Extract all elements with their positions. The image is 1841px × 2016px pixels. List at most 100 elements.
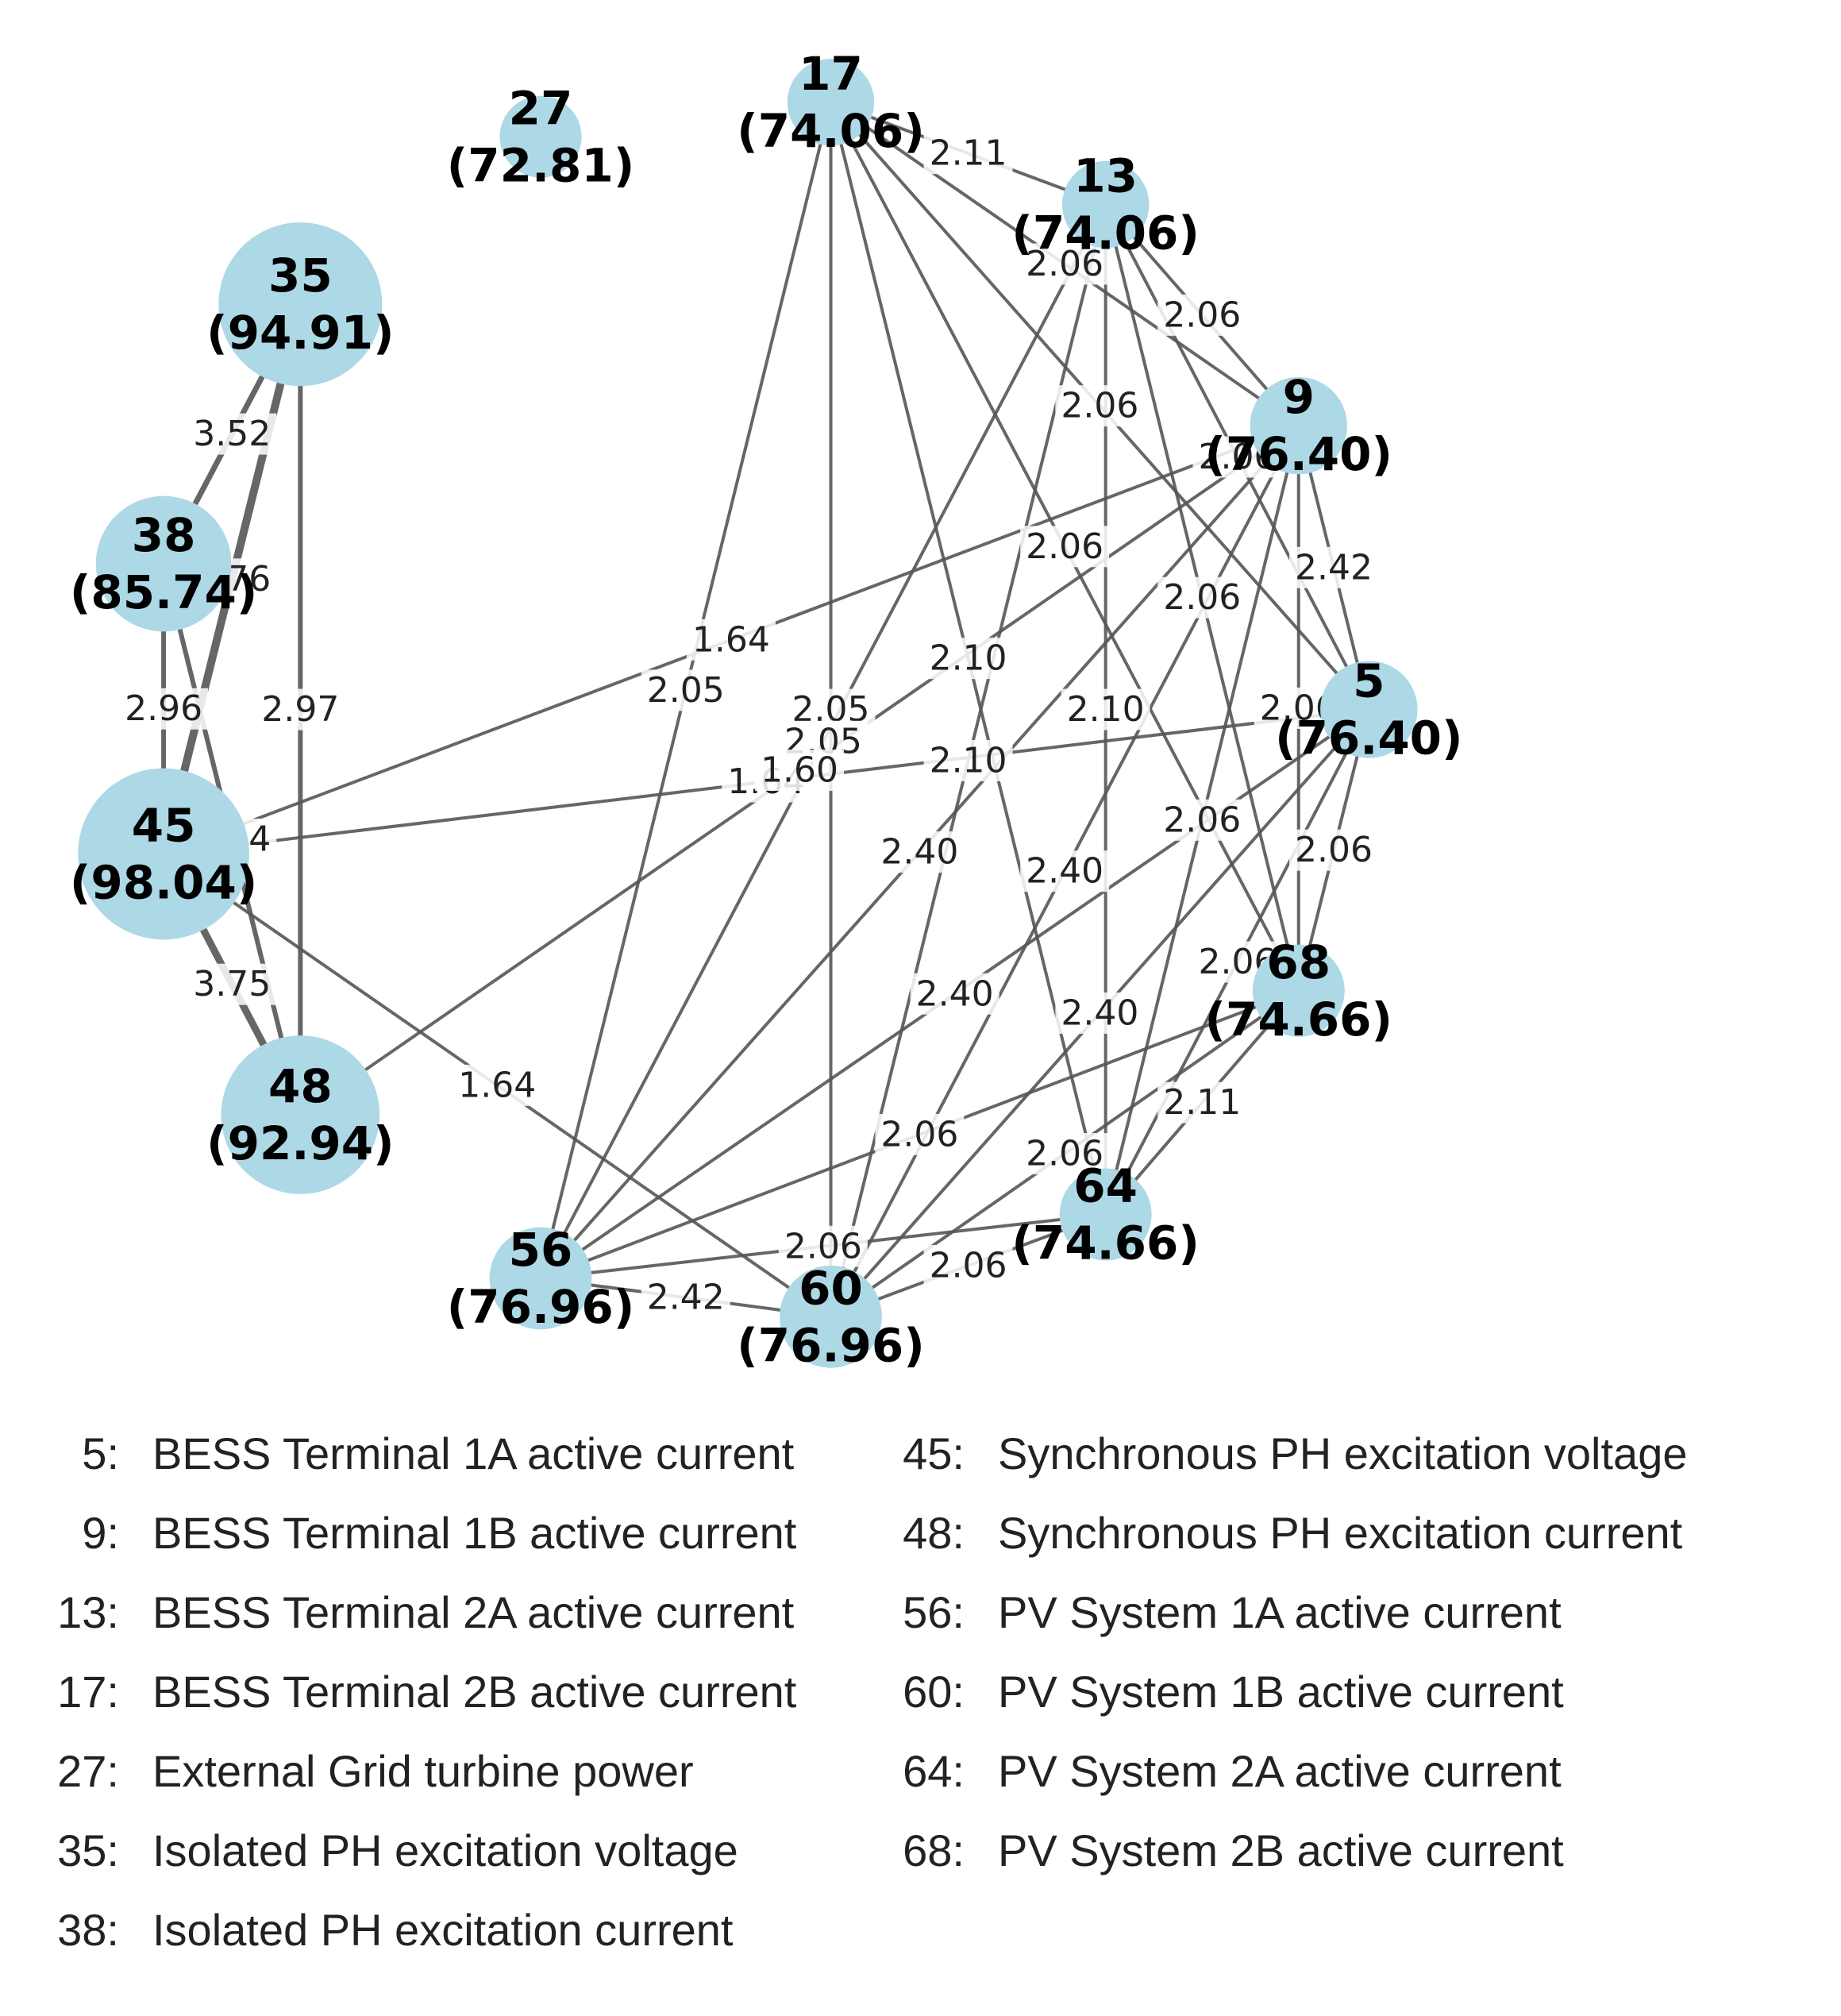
- node-17: 17(74.06): [737, 47, 924, 158]
- edge-weight: 2.06: [1026, 1134, 1103, 1174]
- edge-weight: 3.52: [193, 414, 271, 454]
- legend-text: PV System 1B active current: [998, 1666, 1564, 1717]
- node-id: 56: [509, 1223, 573, 1277]
- edge-weight: 2.06: [1295, 830, 1373, 870]
- node-5: 5(76.40): [1275, 654, 1462, 765]
- edge-label-35-48: 2.97: [256, 688, 345, 730]
- edge-label-13-64: 2.10: [1061, 688, 1150, 730]
- legend: 5:BESS Terminal 1A active current 9:BESS…: [0, 1413, 1841, 1985]
- edge-weight: 2.05: [647, 670, 725, 711]
- node-id: 35: [268, 249, 333, 303]
- legend-item: 56:PV System 1A active current: [885, 1572, 1688, 1652]
- node-id: 68: [1266, 935, 1331, 989]
- node-56: 56(76.96): [447, 1223, 634, 1334]
- node-45: 45(98.04): [70, 768, 257, 940]
- legend-key: 56:: [903, 1586, 965, 1637]
- edge-weight: 2.42: [647, 1278, 725, 1318]
- edge-label-background: [1055, 385, 1145, 427]
- node-id: 45: [132, 798, 196, 852]
- edge-weight: 2.06: [784, 1226, 862, 1266]
- edge-label-45-48: 3.75: [187, 963, 277, 1005]
- node-circle: [78, 768, 249, 940]
- edge-label-38-45: 2.96: [119, 688, 209, 730]
- edge-label-background: [875, 831, 965, 873]
- edge-weight: 2.06: [1026, 526, 1103, 567]
- edge-weight: 2.11: [930, 133, 1007, 174]
- edge-label-background: [1020, 243, 1110, 285]
- edge-label-background: [119, 688, 209, 730]
- edge-label-13-9: 2.06: [1157, 294, 1247, 336]
- network-graph: 2.112.062.062.062.102.052.052.062.062.06…: [70, 47, 1463, 1373]
- edge-label-13-68: 2.06: [1157, 576, 1247, 619]
- edge-weight: 2.06: [1163, 295, 1241, 335]
- node-circle: [95, 495, 232, 632]
- edge-weight: 2.97: [261, 689, 339, 730]
- edge-label-background: [875, 1113, 965, 1155]
- node-27: 27(72.81): [447, 81, 634, 192]
- nodes-layer: 5(76.40)9(76.40)13(74.06)17(74.06)27(72.…: [70, 47, 1463, 1373]
- legend-text: Synchronous PH excitation current: [998, 1507, 1683, 1558]
- node-circle: [218, 222, 383, 387]
- node-circle: [1252, 944, 1345, 1037]
- node-circle: [1061, 160, 1150, 249]
- legend-key: 9:: [82, 1507, 119, 1558]
- edge-weight: 1.64: [692, 619, 770, 660]
- legend-key: 5:: [82, 1428, 119, 1478]
- node-id: 17: [799, 47, 863, 101]
- edge-label-17-9: 2.06: [1020, 243, 1110, 285]
- edge-label-background: [910, 973, 999, 1015]
- legend-item: 45:Synchronous PH excitation voltage: [885, 1413, 1688, 1493]
- node-value: (85.74): [70, 565, 257, 619]
- edge-label-background: [1157, 1081, 1247, 1124]
- edge-label-17-64: 2.10: [923, 638, 1013, 680]
- legend-item: 17:BESS Terminal 2B active current: [40, 1652, 796, 1731]
- edge-label-5-56: 2.40: [910, 973, 999, 1015]
- edge-label-background: [187, 963, 277, 1005]
- edge-label-68-56: 2.06: [875, 1113, 965, 1155]
- edge-label-background: [641, 1277, 730, 1319]
- edge-label-background: [1289, 829, 1379, 871]
- legend-key: 38:: [57, 1904, 119, 1955]
- edge-label-background: [923, 739, 1013, 781]
- edge-weight: 3.75: [193, 964, 271, 1004]
- legend-text: Isolated PH excitation voltage: [152, 1825, 738, 1875]
- edge-label-background: [641, 669, 730, 711]
- edge-label-5-68: 2.06: [1289, 829, 1379, 871]
- edge-label-35-38: 3.52: [187, 413, 277, 455]
- edge-label-background: [923, 638, 1013, 680]
- node-value: (72.81): [447, 138, 634, 192]
- edge-label-17-68: 2.06: [1020, 526, 1110, 568]
- legend-item: 38:Isolated PH excitation current: [40, 1890, 796, 1969]
- edge-label-background: [1157, 294, 1247, 336]
- node-id: 9: [1283, 370, 1315, 424]
- legend-text: BESS Terminal 2A active current: [152, 1586, 795, 1637]
- edge-label-9-5: 2.42: [1289, 546, 1379, 588]
- edge-weight: 1.60: [761, 750, 838, 791]
- legend-text: Synchronous PH excitation voltage: [998, 1428, 1688, 1478]
- edge-label-17-5: 2.06: [1055, 385, 1145, 427]
- edge-label-background: [1061, 688, 1150, 730]
- legend-item: 48:Synchronous PH excitation current: [885, 1493, 1688, 1572]
- edge-label-64-56: 2.06: [778, 1225, 868, 1267]
- legend-key: 68:: [903, 1825, 965, 1875]
- edge-label-68-64: 2.11: [1157, 1081, 1247, 1124]
- node-circle: [499, 95, 582, 178]
- node-circle: [1059, 1168, 1152, 1261]
- edge-weight: 2.06: [1163, 800, 1241, 840]
- edge-label-64-60: 2.06: [923, 1244, 1013, 1286]
- node-value: (94.91): [206, 306, 394, 360]
- edge-label-background: [1289, 546, 1379, 588]
- node-id: 64: [1073, 1159, 1138, 1213]
- node-68: 68(74.66): [1205, 935, 1392, 1047]
- node-value: (76.96): [447, 1280, 634, 1334]
- legend-item: 9:BESS Terminal 1B active current: [40, 1493, 796, 1572]
- edge-label-background: [755, 750, 845, 792]
- edge-label-background: [1055, 992, 1145, 1034]
- legend-key: 17:: [57, 1666, 119, 1717]
- node-48: 48(92.94): [206, 1035, 395, 1194]
- legend-text: External Grid turbine power: [152, 1745, 694, 1796]
- legend-item: 27:External Grid turbine power: [40, 1731, 796, 1810]
- node-value: (74.06): [1011, 206, 1199, 260]
- edge-label-48-9: 1.60: [755, 750, 845, 792]
- node-value: (74.66): [1205, 993, 1392, 1047]
